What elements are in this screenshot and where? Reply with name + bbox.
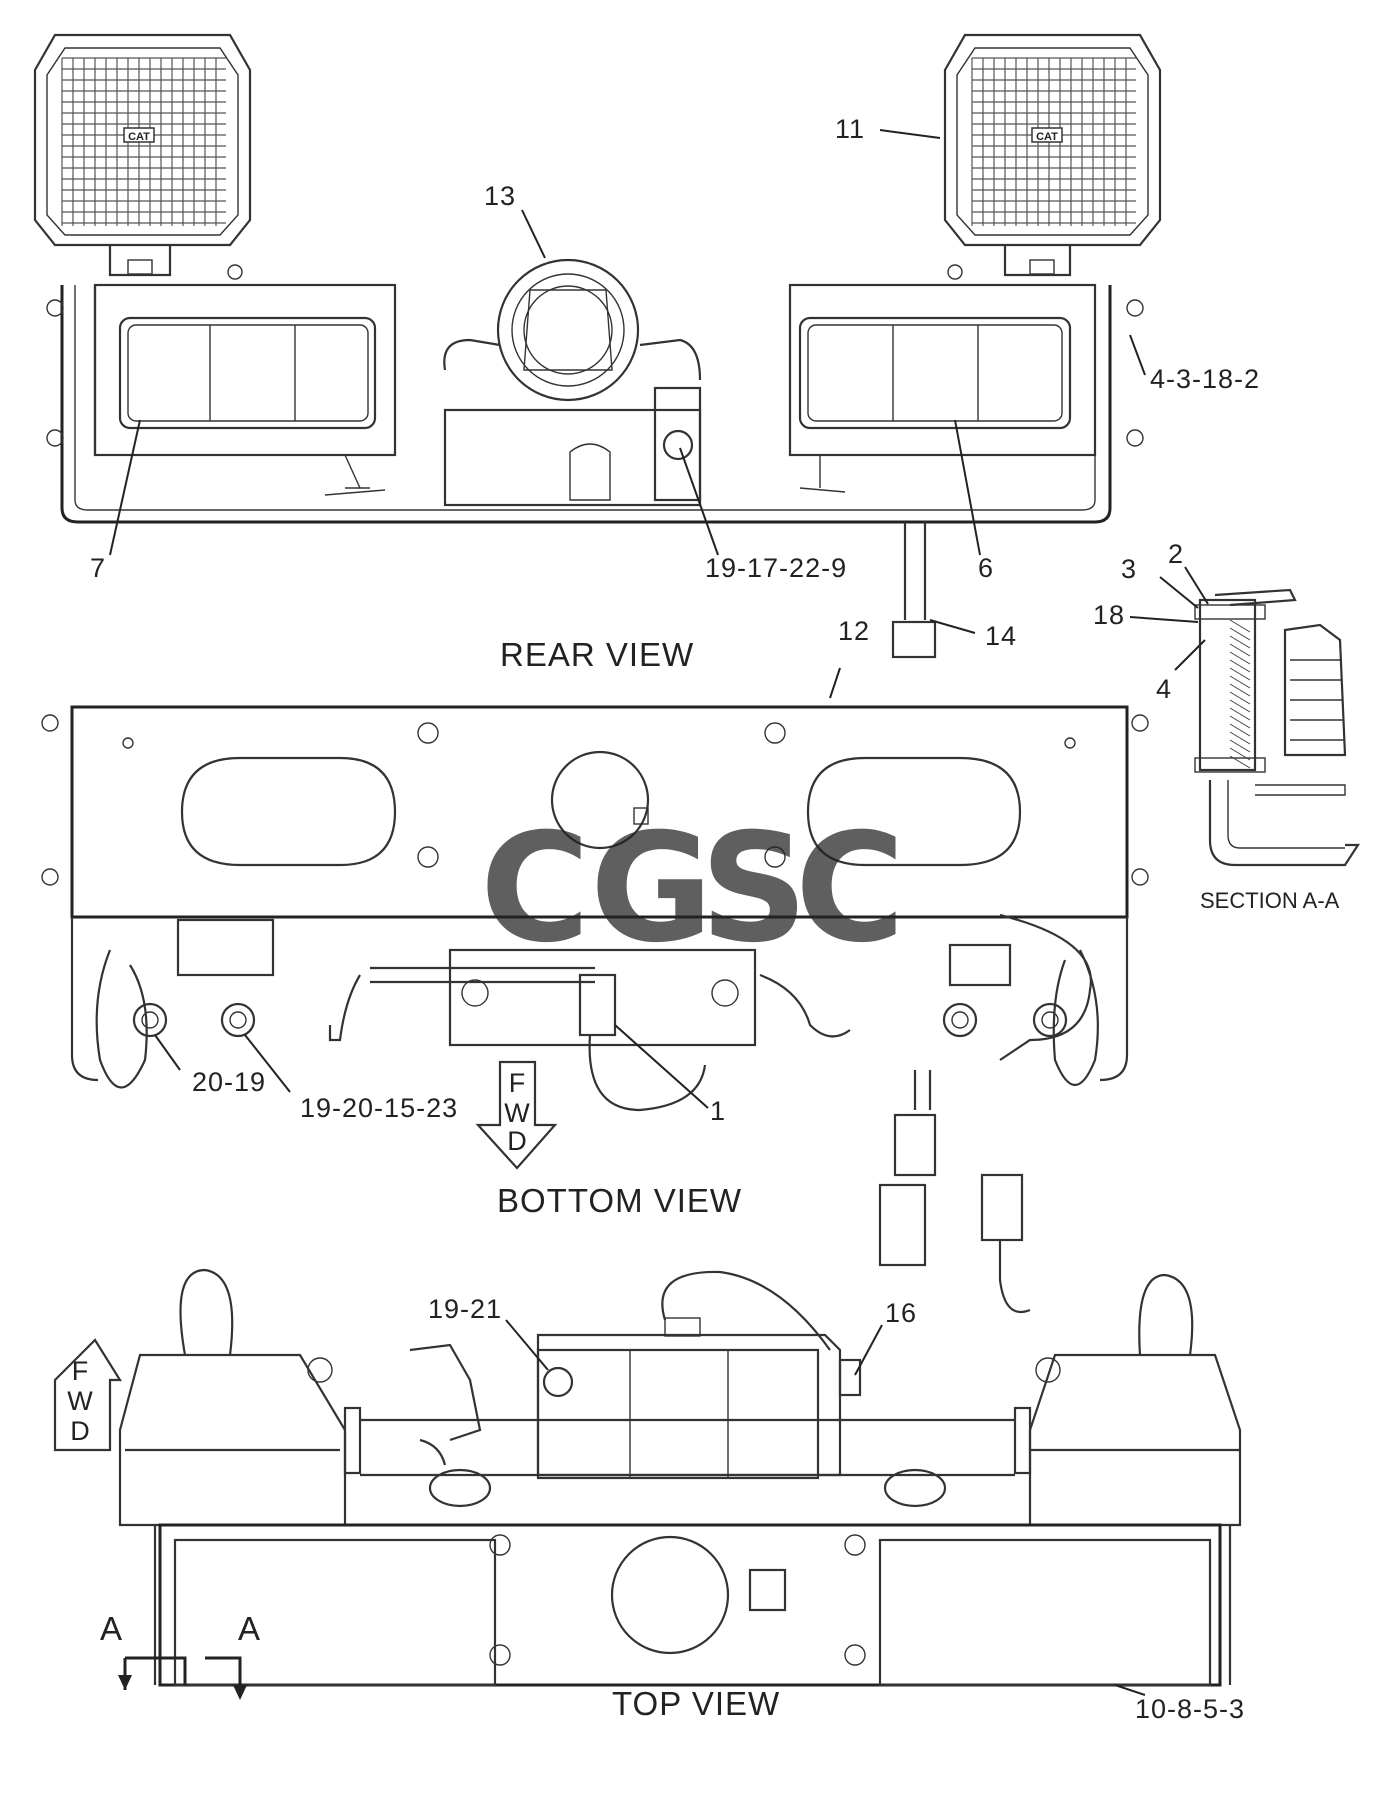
watermark-letter-g: G — [590, 802, 713, 976]
fwd-top-letter-d: D — [70, 1416, 90, 1446]
callout-12: 12 — [838, 616, 870, 646]
fwd-arrow-top — [53, 1338, 122, 1452]
watermark-letter-c2: C — [795, 802, 905, 976]
section-a-a: 2 3 18 4 SECTION A-A — [1093, 539, 1361, 913]
callout-7: 7 — [90, 553, 106, 583]
callout-19-20-15-23: 19-20-15-23 — [300, 1093, 458, 1123]
fwd-top-letter-f: F — [72, 1356, 89, 1386]
callout-2: 2 — [1168, 539, 1184, 569]
callout-20-19: 20-19 — [192, 1067, 266, 1097]
rear-view: CAT CAT — [33, 33, 1260, 673]
callout-4-3-18-2: 4-3-18-2 — [1150, 364, 1260, 394]
top-view: A A F W D 19-21 16 10-8-5-3 TOP VIEW — [53, 1268, 1245, 1724]
callout-6: 6 — [978, 553, 994, 583]
callout-1: 1 — [710, 1096, 726, 1126]
work-lamp-left: CAT — [33, 33, 252, 277]
fwd-top-letter-w: W — [67, 1386, 93, 1416]
rear-view-title: REAR VIEW — [500, 636, 694, 673]
callout-14: 14 — [985, 621, 1017, 651]
fwd-letter-d: D — [507, 1126, 527, 1156]
watermark-letter-c1: C — [480, 802, 590, 976]
watermark-letter-s: S — [700, 802, 808, 976]
fwd-arrow-bottom — [475, 1060, 558, 1170]
callout-3: 3 — [1121, 554, 1137, 584]
lamp-badge-right: CAT — [1036, 131, 1058, 143]
section-cut-right — [205, 1656, 242, 1690]
watermark-logo: C G S C — [480, 802, 905, 976]
callout-10-8-5-3: 10-8-5-3 — [1135, 1694, 1245, 1724]
section-mark-a-right: A — [238, 1610, 261, 1647]
lamp-badge-left: CAT — [128, 131, 150, 143]
bottom-view-title: BOTTOM VIEW — [497, 1182, 742, 1219]
bottom-view: F W D 20-19 19-20-15-23 1 12 BOTTOM VIEW — [41, 616, 1149, 1313]
callout-13: 13 — [484, 181, 516, 211]
section-title: SECTION A-A — [1200, 888, 1340, 913]
fwd-letter-f: F — [509, 1068, 526, 1098]
top-view-title: TOP VIEW — [612, 1685, 780, 1722]
work-lamp-right: CAT — [943, 33, 1162, 277]
callout-16: 16 — [885, 1298, 917, 1328]
callout-19-21: 19-21 — [428, 1294, 502, 1324]
callout-18: 18 — [1093, 600, 1125, 630]
callout-19-17-22-9: 19-17-22-9 — [705, 553, 847, 583]
callout-4: 4 — [1156, 674, 1172, 704]
callout-11: 11 — [835, 114, 865, 144]
fwd-letter-w: W — [504, 1098, 530, 1128]
section-mark-a-left: A — [100, 1610, 123, 1647]
